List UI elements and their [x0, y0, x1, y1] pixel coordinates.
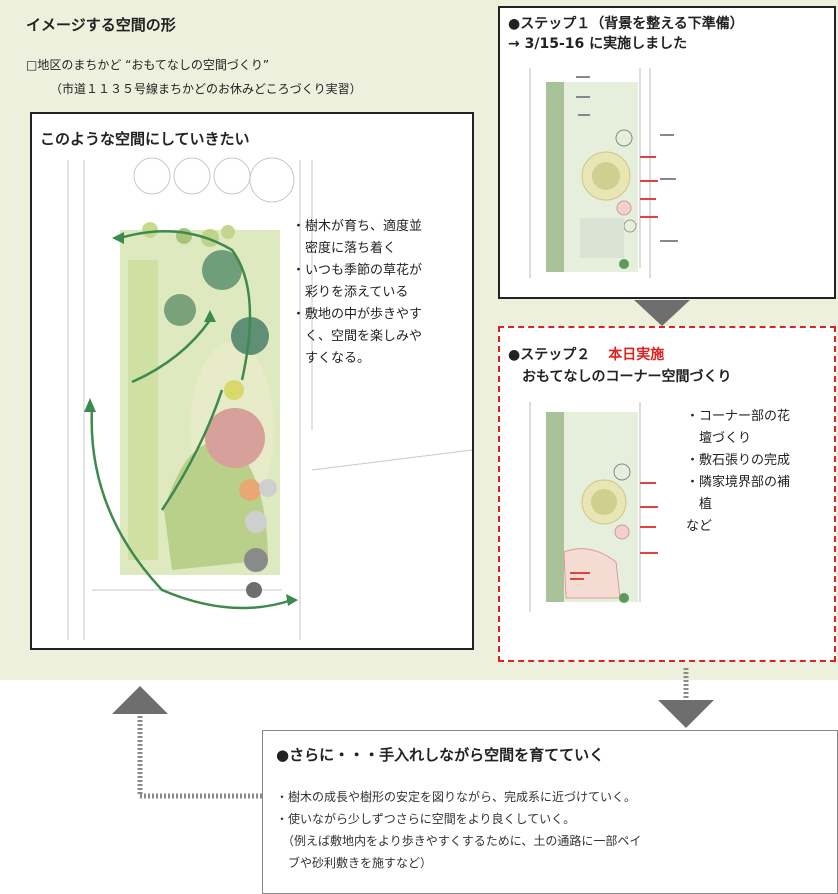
- note-line: 密度に落ち着く: [292, 241, 397, 256]
- note-line: など: [686, 519, 713, 534]
- note-line: 彩りを添えている: [292, 285, 409, 300]
- step1-title-line-2: → 3/15-16 に実施しました: [508, 36, 688, 52]
- next-steps-title: ●さらに・・・手入れしながら空間を育てていく: [276, 746, 605, 764]
- note-line: ・敷地の中が歩きやす: [292, 307, 423, 322]
- step1-title: ●ステップ１（背景を整える下準備） → 3/15-16 に実施しました: [508, 14, 744, 54]
- path-arrowheads: [84, 232, 298, 606]
- walking-paths: [90, 230, 293, 610]
- note-line: く、空間を楽しみや: [292, 329, 423, 344]
- subtitle-line-1: □地区のまちかど “おもてなしの空間づくり”: [26, 58, 270, 72]
- next-steps-line: ブや砂利敷きを施すなど）: [276, 856, 433, 870]
- note-line: ・敷石張りの完成: [686, 453, 791, 468]
- note-line: ・樹木が育ち、適度並: [292, 219, 423, 234]
- arrow-down-icon: [634, 300, 690, 326]
- step2-site-sketch: [529, 402, 658, 612]
- step2-title-line-2: おもてなしのコーナー空間づくり: [522, 369, 732, 385]
- note-line: ・コーナー部の花: [686, 409, 791, 424]
- step1-site-sketch: [529, 68, 678, 278]
- next-steps-line: ・使いながら少しずつさらに空間をより良くしていく。: [276, 812, 576, 826]
- arrow-down-to-bottom-icon: [658, 668, 714, 728]
- note-line: すくなる。: [292, 351, 371, 366]
- next-steps-line: ・樹木の成長や樹形の安定を図りながら、完成系に近づけていく。: [276, 790, 637, 804]
- arrow-up-loop-icon: [112, 686, 264, 799]
- subtitle-line-2: （市道１１３５号線まちかどのお休みどころづくり実習）: [50, 82, 362, 96]
- step2-notes: ・コーナー部の花 壇づくり ・敷石張りの完成 ・隣家境界部の補 植 など: [686, 406, 790, 538]
- note-line: ・隣家境界部の補: [686, 475, 791, 490]
- site-plan-illustration: [67, 157, 472, 640]
- next-steps-line: （例えば敷地内をより歩きやすくするために、土の通路に一部ペイ: [276, 834, 642, 848]
- note-line: 植: [686, 497, 713, 512]
- main-panel-title: このような空間にしていきたい: [40, 130, 250, 148]
- note-line: ・いつも季節の草花が: [292, 263, 423, 278]
- page-title: イメージする空間の形: [26, 16, 176, 34]
- note-line: 壇づくり: [686, 431, 752, 446]
- step2-badge: 本日実施: [608, 347, 665, 363]
- step1-title-line-1: ●ステップ１（背景を整える下準備）: [508, 16, 744, 32]
- main-panel-notes: ・樹木が育ち、適度並 密度に落ち着く ・いつも季節の草花が 彩りを添えている ・…: [292, 216, 422, 370]
- step2-title-prefix: ●ステップ２: [508, 347, 591, 363]
- background-lines: [67, 157, 472, 640]
- step2-title: ●ステップ２ 本日実施 おもてなしのコーナー空間づくり: [508, 344, 731, 388]
